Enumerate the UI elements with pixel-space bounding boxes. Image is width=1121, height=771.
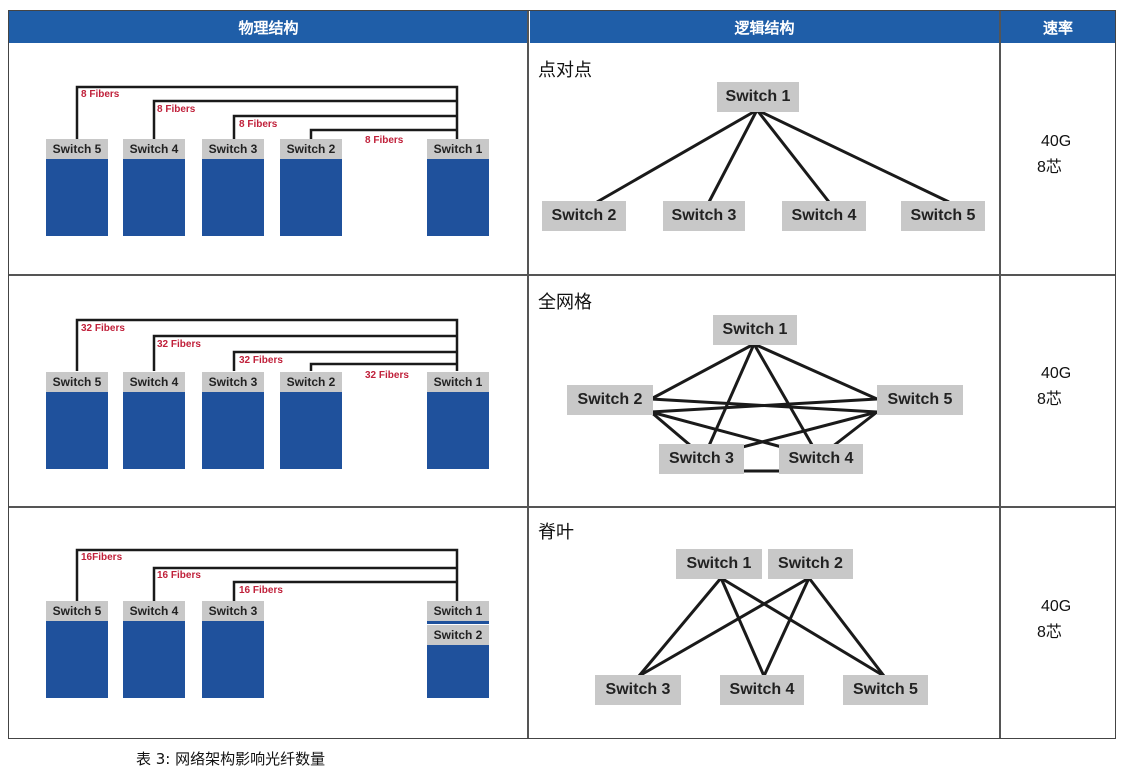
switch-label: Switch 1 bbox=[427, 601, 489, 621]
node-switch: Switch 4 bbox=[779, 444, 863, 474]
rack bbox=[202, 159, 264, 236]
topology-title: 脊叶 bbox=[538, 522, 574, 543]
rack bbox=[427, 159, 489, 236]
rack bbox=[123, 621, 185, 698]
node-switch: Switch 4 bbox=[720, 675, 804, 705]
rate-speed: 40G bbox=[1041, 133, 1072, 150]
row-full-mesh: 32 Fibers 32 Fibers 32 Fibers 32 Fibers … bbox=[9, 276, 1115, 506]
switch-label: Switch 2 bbox=[280, 372, 342, 392]
fiber-label: 32 Fibers bbox=[81, 323, 125, 334]
row-divider bbox=[9, 274, 1115, 276]
comparison-table: 物理结构 逻辑结构 速率 8 Fibers 8 Fibers 8 Fibers … bbox=[8, 10, 1116, 739]
rack bbox=[123, 159, 185, 236]
table-caption: 表 3: 网络架构影响光纤数量 bbox=[136, 750, 326, 768]
fiber-label: 32 Fibers bbox=[239, 355, 283, 366]
logical-links bbox=[596, 108, 950, 204]
rate-speed: 40G bbox=[1041, 365, 1072, 382]
switch-label: Switch 2 bbox=[427, 625, 489, 645]
fiber-label: 16 Fibers bbox=[157, 570, 201, 581]
switch-label: Switch 5 bbox=[46, 601, 108, 621]
switch-label: Switch 2 bbox=[280, 139, 342, 159]
fiber-label: 16 Fibers bbox=[239, 585, 283, 596]
node-switch: Switch 5 bbox=[843, 675, 928, 705]
column-divider bbox=[527, 11, 529, 738]
rack bbox=[46, 392, 108, 469]
rack bbox=[46, 159, 108, 236]
switch-label: Switch 3 bbox=[202, 139, 264, 159]
node-switch: Switch 3 bbox=[663, 201, 745, 231]
rack bbox=[280, 392, 342, 469]
switch-label: Switch 1 bbox=[427, 372, 489, 392]
switch-label: Switch 1 bbox=[427, 139, 489, 159]
rate-cores: 8芯 bbox=[1037, 391, 1062, 408]
fiber-runs bbox=[75, 85, 459, 139]
rack bbox=[427, 645, 489, 698]
node-switch: Switch 3 bbox=[595, 675, 681, 705]
node-switch: Switch 1 bbox=[713, 315, 797, 345]
header-physical: 物理结构 bbox=[9, 11, 528, 43]
switch-label: Switch 5 bbox=[46, 372, 108, 392]
rack bbox=[202, 621, 264, 698]
node-switch: Switch 1 bbox=[717, 82, 799, 112]
column-divider bbox=[999, 11, 1001, 738]
row-point-to-point: 8 Fibers 8 Fibers 8 Fibers 8 Fibers Swit… bbox=[9, 44, 1115, 274]
rate-cores: 8芯 bbox=[1037, 624, 1062, 641]
fiber-label: 8 Fibers bbox=[81, 89, 120, 100]
logical-links bbox=[637, 576, 886, 678]
switch-label: Switch 4 bbox=[123, 601, 185, 621]
fiber-label: 16Fibers bbox=[81, 552, 123, 563]
switch-label: Switch 3 bbox=[202, 372, 264, 392]
fiber-runs bbox=[75, 548, 459, 601]
switch-label: Switch 3 bbox=[202, 601, 264, 621]
fiber-label: 32 Fibers bbox=[365, 370, 409, 381]
node-switch: Switch 2 bbox=[542, 201, 626, 231]
switch-label: Switch 5 bbox=[46, 139, 108, 159]
node-switch: Switch 2 bbox=[567, 385, 653, 415]
rack bbox=[280, 159, 342, 236]
fiber-label: 8 Fibers bbox=[365, 135, 404, 146]
row-divider bbox=[9, 506, 1115, 508]
rack bbox=[46, 621, 108, 698]
switch-label: Switch 4 bbox=[123, 372, 185, 392]
switch-label: Switch 4 bbox=[123, 139, 185, 159]
topology-title: 全网格 bbox=[538, 292, 592, 313]
node-switch: Switch 5 bbox=[901, 201, 985, 231]
topology-title: 点对点 bbox=[538, 60, 592, 81]
rack bbox=[427, 392, 489, 469]
fiber-label: 32 Fibers bbox=[157, 339, 201, 350]
fiber-runs bbox=[75, 318, 459, 371]
node-switch: Switch 1 bbox=[676, 549, 762, 579]
fiber-label: 8 Fibers bbox=[239, 119, 278, 130]
rack bbox=[123, 392, 185, 469]
fiber-label: 8 Fibers bbox=[157, 104, 196, 115]
row-spine-leaf: 16Fibers 16 Fibers 16 Fibers Switch 5 Sw… bbox=[9, 508, 1115, 738]
rack bbox=[427, 621, 489, 624]
rack bbox=[202, 392, 264, 469]
node-switch: Switch 3 bbox=[659, 444, 744, 474]
node-switch: Switch 2 bbox=[768, 549, 853, 579]
node-switch: Switch 4 bbox=[782, 201, 866, 231]
header-logical: 逻辑结构 bbox=[530, 11, 999, 43]
node-switch: Switch 5 bbox=[877, 385, 963, 415]
header-rate: 速率 bbox=[1001, 11, 1115, 43]
rate-cores: 8芯 bbox=[1037, 159, 1062, 176]
rate-speed: 40G bbox=[1041, 598, 1072, 615]
